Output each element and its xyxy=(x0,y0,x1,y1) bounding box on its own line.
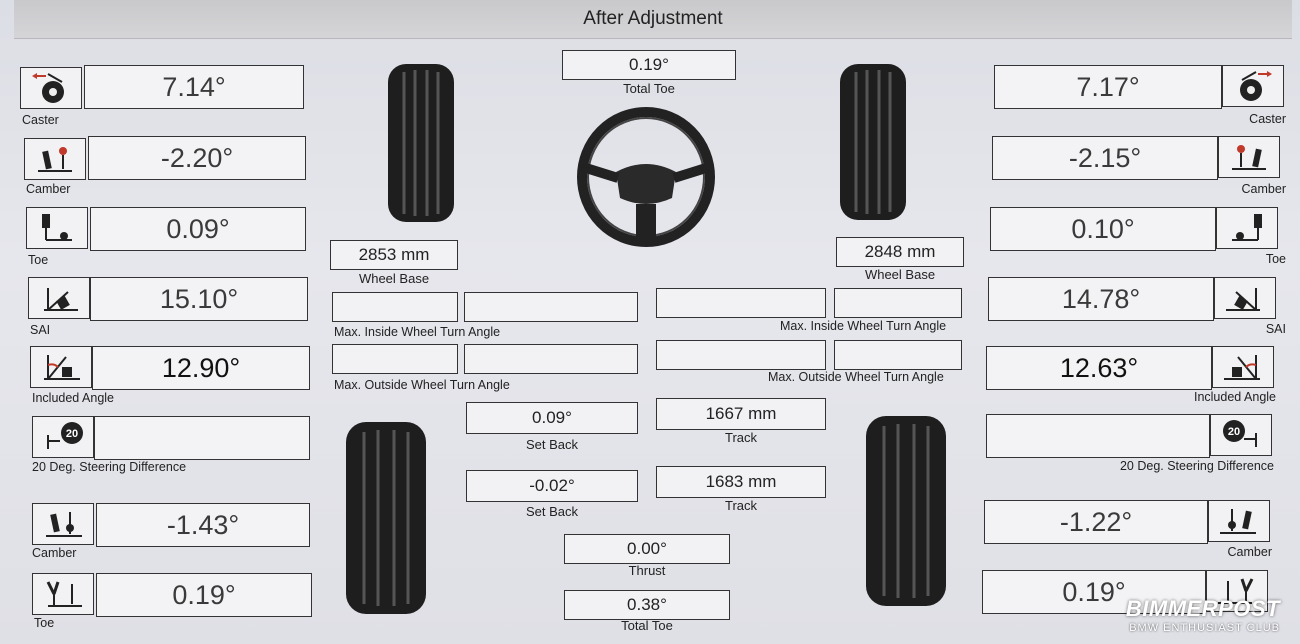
steering-difference-icon-text: 20 xyxy=(66,428,78,440)
front-right-tire-icon xyxy=(840,64,906,220)
max-outside-left-box-1 xyxy=(332,344,458,374)
right-front-included-label: Included Angle xyxy=(1193,390,1276,404)
camber-icon xyxy=(24,138,86,180)
steering-difference-icon: 20 xyxy=(1210,414,1272,456)
set-back-rear-value: -0.02° xyxy=(466,470,638,502)
wheel-base-left-label: Wheel Base xyxy=(358,271,430,286)
left-front-camber-value: -2.20° xyxy=(88,136,306,180)
max-inside-right-box-2 xyxy=(834,288,962,318)
caster-icon xyxy=(1222,65,1284,107)
sai-icon xyxy=(1214,277,1276,319)
left-front-included-label: Included Angle xyxy=(32,391,115,405)
toe-icon xyxy=(32,573,94,615)
right-front-camber-value: -2.15° xyxy=(992,136,1218,180)
rear-total-toe-label: Total Toe xyxy=(621,618,673,633)
max-outside-left-label: Max. Outside Wheel Turn Angle xyxy=(334,378,510,392)
set-back-rear-label: Set Back xyxy=(525,504,579,519)
front-total-toe-value: 0.19° xyxy=(562,50,736,80)
right-front-toe-value: 0.10° xyxy=(990,207,1216,251)
caster-icon xyxy=(20,67,82,109)
left-front-camber-label: Camber xyxy=(26,182,71,196)
right-front-camber-label: Camber xyxy=(1241,182,1286,196)
left-rear-toe-value: 0.19° xyxy=(96,573,312,617)
right-front-included-value: 12.63° xyxy=(986,346,1212,390)
left-front-toe-label: Toe xyxy=(28,253,49,267)
wheel-base-left-value: 2853 mm xyxy=(330,240,458,270)
right-front-sai-label: SAI xyxy=(1265,322,1286,336)
thrust-label: Thrust xyxy=(628,563,666,578)
track-front-label: Track xyxy=(724,430,758,445)
right-rear-camber-label: Camber xyxy=(1227,545,1272,559)
max-outside-left-box-2 xyxy=(464,344,638,374)
steering-wheel-icon xyxy=(577,107,715,247)
max-outside-right-label: Max. Outside Wheel Turn Angle xyxy=(768,370,944,384)
left-front-steer20-label: 20 Deg. Steering Difference xyxy=(32,460,187,474)
set-back-front-label: Set Back xyxy=(525,437,579,452)
front-left-tire-icon xyxy=(388,64,454,222)
track-rear-label: Track xyxy=(724,498,758,513)
right-rear-toe-value: 0.19° xyxy=(982,570,1206,614)
track-rear-value: 1683 mm xyxy=(656,466,826,498)
max-inside-left-box-2 xyxy=(464,292,638,322)
right-rear-camber-value: -1.22° xyxy=(984,500,1208,544)
watermark-logo: BIMMERPOST BMW ENTHUSIAST CLUB xyxy=(1126,596,1280,634)
toe-icon xyxy=(26,207,88,249)
max-outside-right-box-2 xyxy=(834,340,962,370)
thrust-value: 0.00° xyxy=(564,534,730,564)
included-angle-icon xyxy=(1212,346,1274,388)
left-front-sai-label: SAI xyxy=(30,323,51,337)
steering-difference-icon: 20 xyxy=(32,416,94,458)
sai-icon xyxy=(28,277,90,319)
rear-left-tire-icon xyxy=(346,422,426,614)
right-front-steer20-label: 20 Deg. Steering Difference xyxy=(1119,459,1274,473)
max-inside-left-label: Max. Inside Wheel Turn Angle xyxy=(334,325,501,339)
left-front-steer20-value xyxy=(94,416,310,460)
right-front-caster-value: 7.17° xyxy=(994,65,1222,109)
left-rear-camber-value: -1.43° xyxy=(96,503,310,547)
rear-right-tire-icon xyxy=(866,416,946,606)
wheel-base-right-label: Wheel Base xyxy=(864,267,936,282)
toe-icon xyxy=(1206,570,1268,612)
max-outside-right-box-1 xyxy=(656,340,826,370)
watermark-line1: BIMMERPOST xyxy=(1125,596,1280,621)
right-front-caster-label: Caster xyxy=(1249,112,1286,126)
watermark-line2: BMW ENTHUSIAST CLUB xyxy=(1129,622,1280,634)
included-angle-icon xyxy=(30,346,92,388)
wheel-base-right-value: 2848 mm xyxy=(836,237,964,267)
right-front-steer20-value xyxy=(986,414,1210,458)
right-front-sai-value: 14.78° xyxy=(988,277,1214,321)
left-front-included-value: 12.90° xyxy=(92,346,310,390)
left-rear-camber-label: Camber xyxy=(32,546,77,560)
camber-icon xyxy=(32,503,94,545)
steering-difference-icon-text: 20 xyxy=(1228,426,1240,438)
track-front-value: 1667 mm xyxy=(656,398,826,430)
right-front-toe-label: Toe xyxy=(1265,252,1286,266)
camber-icon xyxy=(1208,500,1270,542)
left-front-toe-value: 0.09° xyxy=(90,207,306,251)
max-inside-right-box-1 xyxy=(656,288,826,318)
max-inside-right-label: Max. Inside Wheel Turn Angle xyxy=(780,319,947,333)
left-front-caster-value: 7.14° xyxy=(84,65,304,109)
left-front-caster-label: Caster xyxy=(22,113,59,127)
rear-total-toe-value: 0.38° xyxy=(564,590,730,620)
max-inside-left-box-1 xyxy=(332,292,458,322)
set-back-front-value: 0.09° xyxy=(466,402,638,434)
left-rear-toe-label: Toe xyxy=(34,616,55,630)
page-title: After Adjustment xyxy=(14,0,1292,39)
toe-icon xyxy=(1216,207,1278,249)
left-front-sai-value: 15.10° xyxy=(90,277,308,321)
front-total-toe-label: Total Toe xyxy=(623,81,675,96)
camber-icon xyxy=(1218,136,1280,178)
